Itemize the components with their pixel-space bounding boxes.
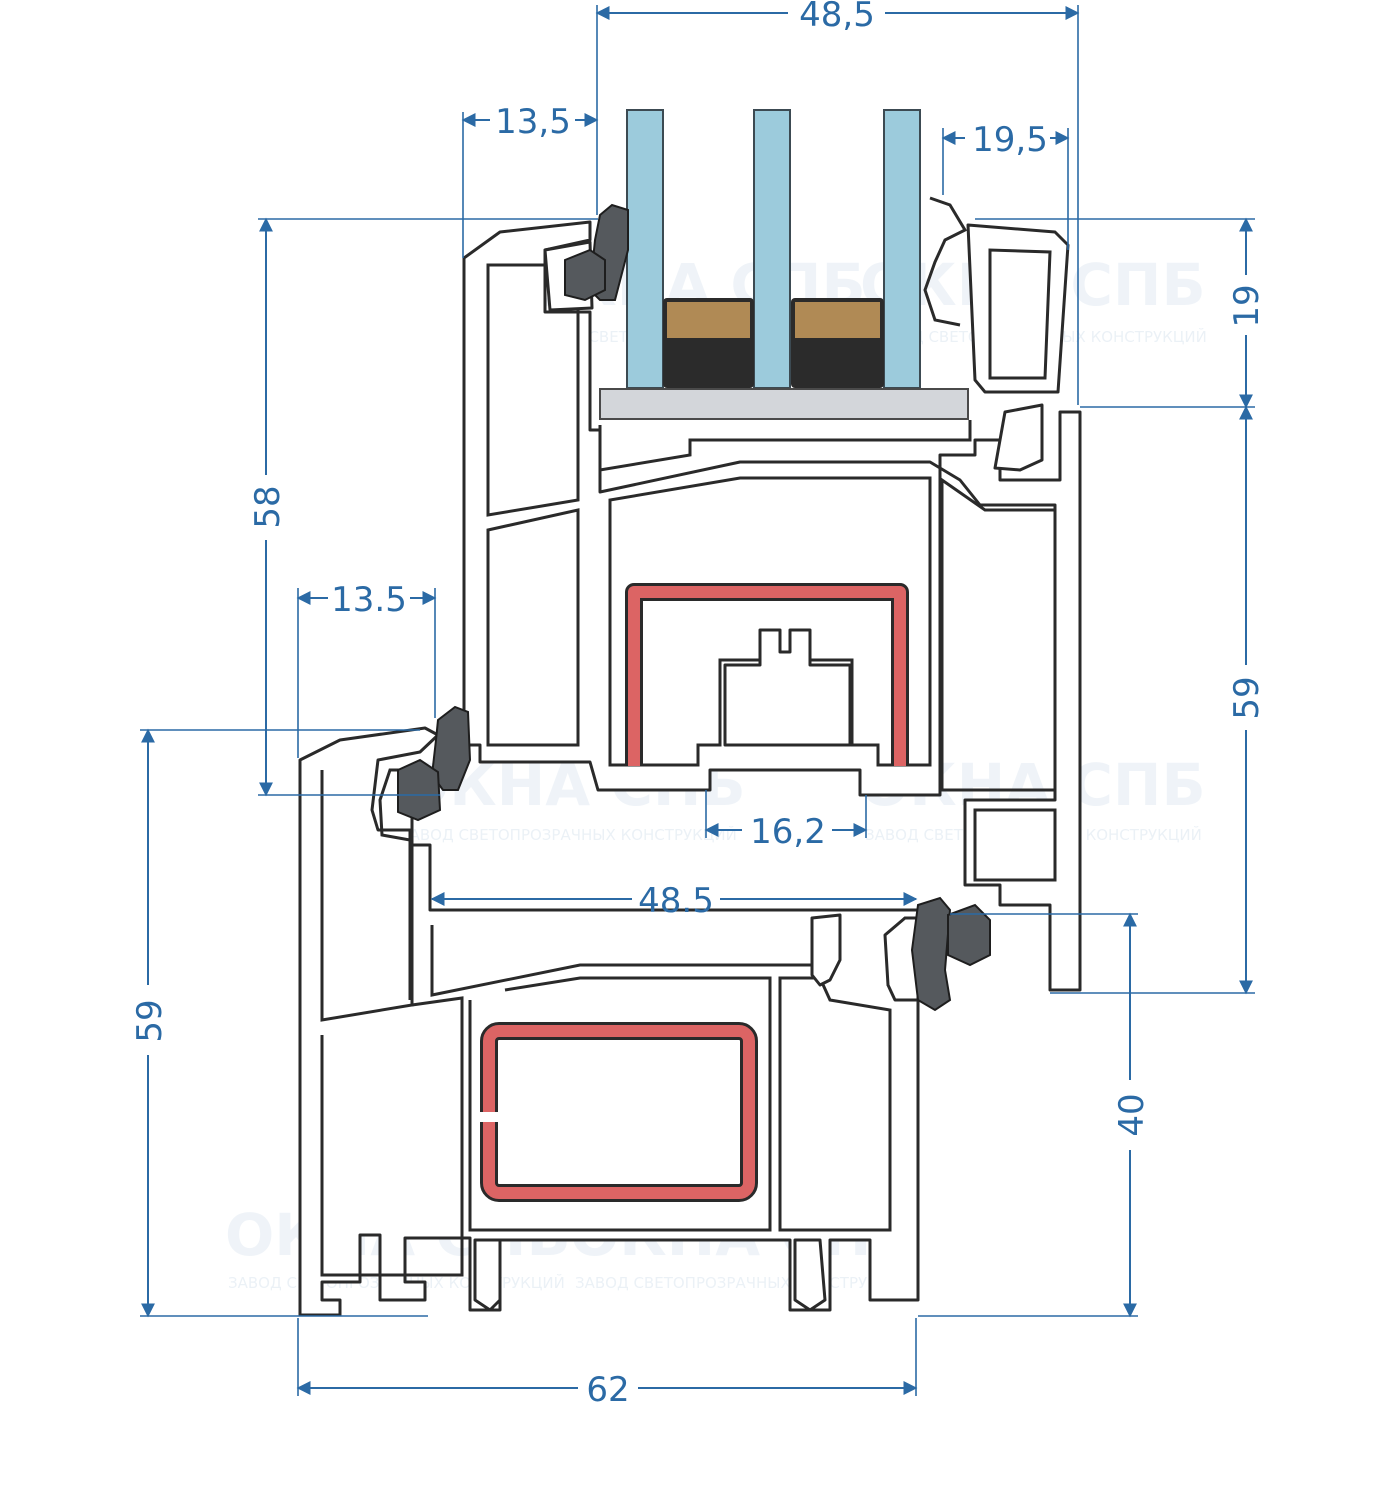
frame-foot-2 [793,1238,827,1312]
dimension-lines: 48,5 13,5 19,5 19 [130,0,1267,1410]
sash-glass-channel [598,420,972,472]
spacer-1 [663,298,754,388]
dimension-frame-height-left: 59 [130,728,428,1318]
gasket-frame-inner [910,896,952,1012]
gasket-sash-top [564,248,606,302]
setting-block [599,388,969,420]
frame-profile [298,726,920,1317]
dimension-label-frame-inner-width: 48.5 [638,881,714,921]
dimension-label-frame-width: 62 [586,1370,629,1410]
dimension-bead-left-top: 13,5 [461,102,599,258]
gasket-sash-rebate [430,705,472,791]
dimension-label-frame-right: 40 [1112,1093,1152,1136]
glazing-bead [966,223,1070,394]
frame-foot-1 [473,1238,502,1312]
dimension-frame-width: 62 [296,1318,918,1410]
dimension-glazing-width: 48,5 [595,0,1080,405]
sash-chamber-lower-right [973,808,1057,882]
dimension-label-bead-right-top: 19,5 [972,120,1048,160]
dimension-label-sash-overall: 58 [248,485,288,528]
watermark-tagline-6: ЗАВОД СВЕТОПРОЗРАЧНЫХ КОНСТРУКЦИЙ [575,1273,912,1292]
frame-chamber-2 [320,996,464,1277]
sash-body [462,220,1082,992]
sash-steel-reinforcement [625,583,909,766]
dimension-frame-inner-width: 48.5 [430,881,918,921]
frame-steel-reinforcement [480,1022,758,1202]
frame-steel-chamber [468,976,772,1232]
dimension-sash-height-top: 19 [975,217,1267,409]
dimension-label-bead-left-top: 13,5 [495,102,571,142]
dimension-label-sash-height-top: 19 [1227,284,1267,327]
dimension-frame-right: 40 [918,912,1152,1318]
sash-chamber-2 [486,508,580,747]
dimension-label-frame-height-left: 59 [130,999,170,1042]
dimension-label-glazing-width: 48,5 [799,0,875,35]
dimension-sash-overall: 58 [248,217,598,797]
frame-lip-left [810,913,842,987]
glazing-bead-chamber [988,248,1052,380]
dimension-label-sash-steel-width: 16,2 [750,812,826,852]
dimension-sash-steel-width: 16,2 [704,790,868,852]
dimension-frame-rebate-left: 13.5 [296,580,437,758]
insulated-glass-unit [599,109,969,420]
dimension-label-frame-rebate-left: 13.5 [331,580,407,620]
sash-profile [462,220,1082,992]
gaskets [397,196,991,1012]
spacer-2 [791,298,884,388]
gasket-frame-outer [397,758,442,822]
frame-chamber-1 [320,768,414,1022]
dimension-sash-right: 59 [1050,405,1267,995]
gasket-frame-center [947,903,991,967]
glass-pane-3 [883,109,921,389]
frame-body [298,726,920,1317]
gasket-glass-outer [923,196,968,327]
dimension-bead-right-top: 19,5 [941,120,1070,250]
glass-pane-1 [626,109,664,389]
bead-clip [993,403,1044,472]
glass-pane-2 [753,109,791,389]
sash-chamber-main [608,476,932,767]
watermark-tagline-3: ЗАВОД СВЕТОПРОЗРАЧНЫХ КОНСТРУКЦИЙ [400,825,737,844]
sash-steel-anchor [723,628,852,747]
dimension-label-sash-right: 59 [1227,676,1267,719]
sash-chamber-right [940,477,1057,792]
